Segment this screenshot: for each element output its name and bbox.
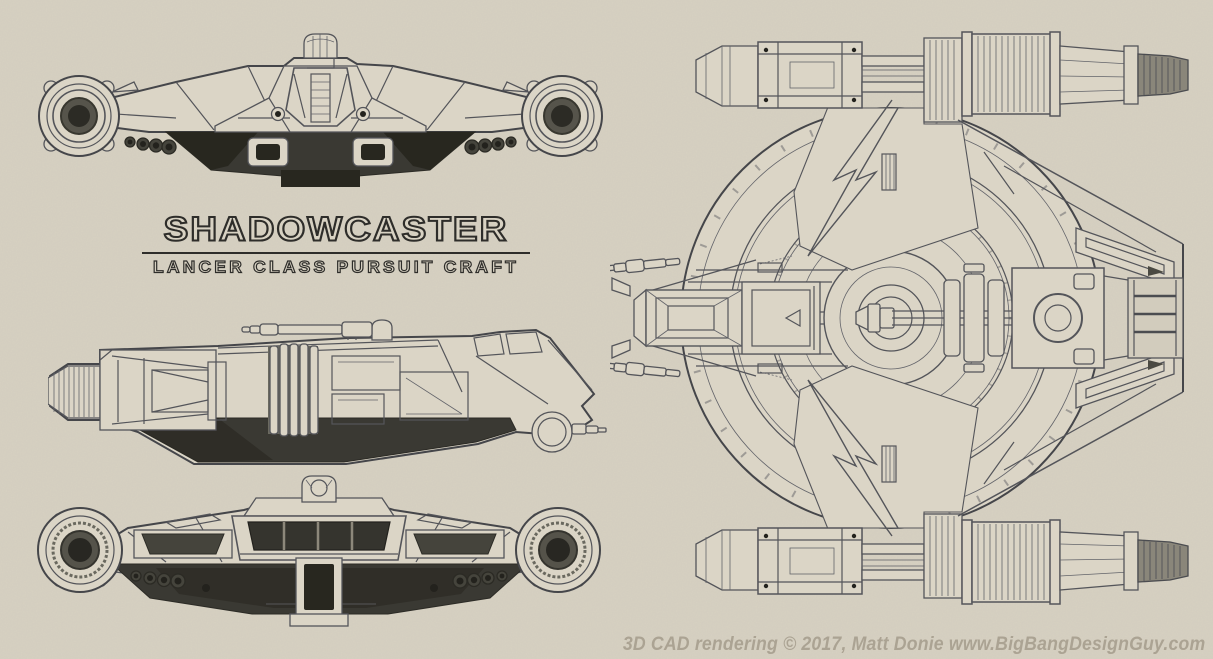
rear-turret xyxy=(301,475,337,503)
rear-ramp xyxy=(289,557,349,627)
side-mid-hull xyxy=(217,339,469,437)
top-engine-pod-upper xyxy=(695,31,1189,271)
page-title: SHADOWCASTER xyxy=(163,210,509,248)
rear-cabin-windows xyxy=(231,497,407,561)
page-subtitle: LANCER CLASS PURSUIT CRAFT xyxy=(152,257,520,277)
front-engine-right xyxy=(521,75,603,157)
side-cockpit-nose xyxy=(437,331,607,453)
top-rear-section xyxy=(957,119,1184,517)
front-underside xyxy=(164,131,477,187)
credit-watermark: 3D CAD rendering © 2017, Matt Donie www.… xyxy=(622,634,1205,655)
rear-engine-left xyxy=(37,507,123,593)
front-view-drawing xyxy=(38,33,603,187)
side-view-drawing xyxy=(48,319,607,465)
title-block: SHADOWCASTER LANCER CLASS PURSUIT CRAFT xyxy=(140,210,532,278)
rear-view-drawing xyxy=(37,475,601,627)
front-engine-left xyxy=(38,75,120,157)
rear-engine-right xyxy=(515,507,601,593)
top-nose xyxy=(610,255,821,381)
top-core-mechanism xyxy=(855,263,1105,373)
front-cockpit xyxy=(214,33,427,133)
side-top-cannon xyxy=(241,319,393,341)
top-view-drawing xyxy=(610,31,1189,605)
front-gun-pods xyxy=(124,136,517,155)
rear-side-panels xyxy=(133,529,505,559)
side-rear-engine xyxy=(48,349,227,431)
rear-gun-pods xyxy=(130,570,508,589)
title-rule xyxy=(142,251,530,254)
